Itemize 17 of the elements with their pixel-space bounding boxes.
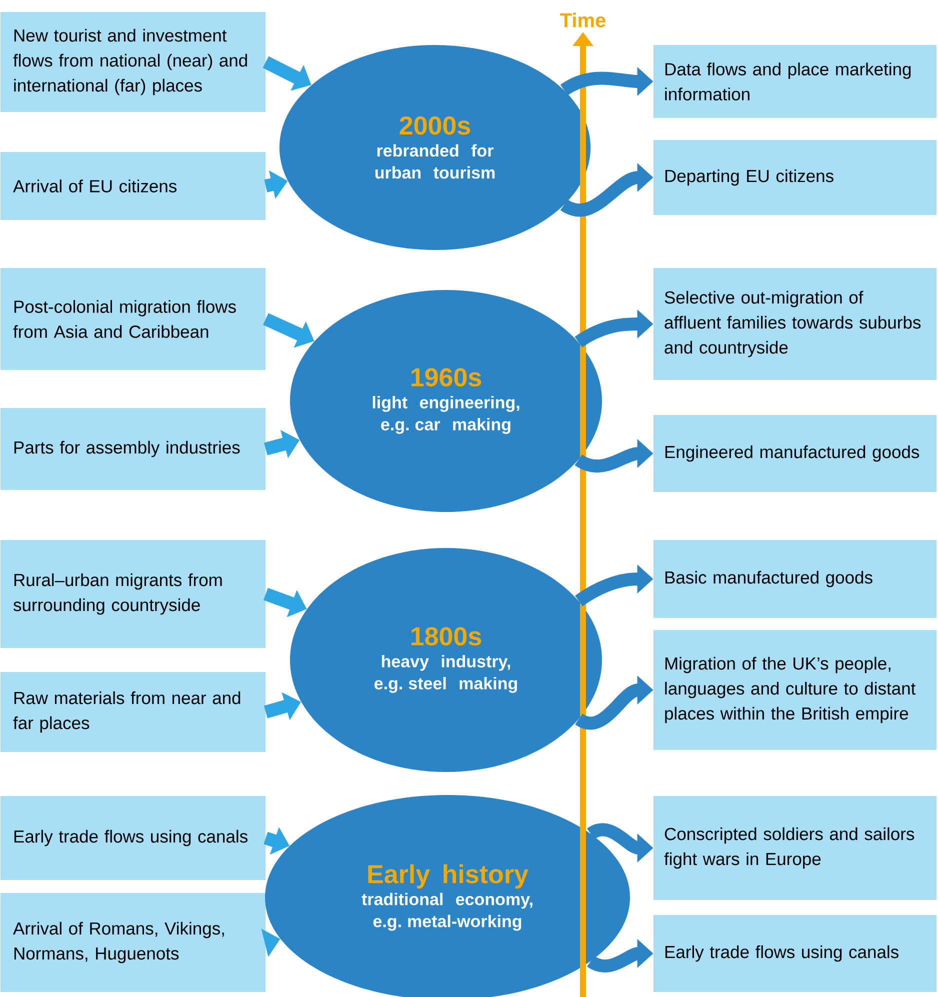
- flow-box: Basic manufactured goods: [654, 540, 936, 618]
- flow-box: Early trade flows using canals: [654, 915, 936, 992]
- flow-box: Arrival of Romans, Vikings, Normans, Huguenots: [0, 893, 266, 992]
- flow-box: Raw materials from near and far places: [0, 672, 266, 752]
- axis-label: Time: [560, 12, 606, 28]
- flow-box: Arrival of EU citizens: [0, 152, 266, 220]
- flow-box: Early trade flows using canals: [0, 796, 266, 880]
- flow-box: New tourist and investment flows from national (near) and international (far) places: [0, 12, 266, 112]
- flow-box: Parts for assembly industries: [0, 408, 266, 490]
- flow-box: Selective out-migration of affluent families towards suburbs and countryside: [654, 268, 936, 380]
- flow-box: Data flows and place marketing information: [654, 45, 936, 118]
- flow-box: Departing EU citizens: [654, 140, 936, 215]
- flow-box: Migration of the UK’s people, languages and culture to distant places within the British empire: [654, 630, 936, 750]
- flow-box: Post-colonial migration flows from Asia and Caribbean: [0, 268, 266, 370]
- flow-box: Rural–urban migrants from surrounding countryside: [0, 540, 266, 648]
- flow-box: Engineered manufactured goods: [654, 415, 936, 492]
- flow-box: Conscripted soldiers and sailors fight wars in Europe: [654, 796, 936, 900]
